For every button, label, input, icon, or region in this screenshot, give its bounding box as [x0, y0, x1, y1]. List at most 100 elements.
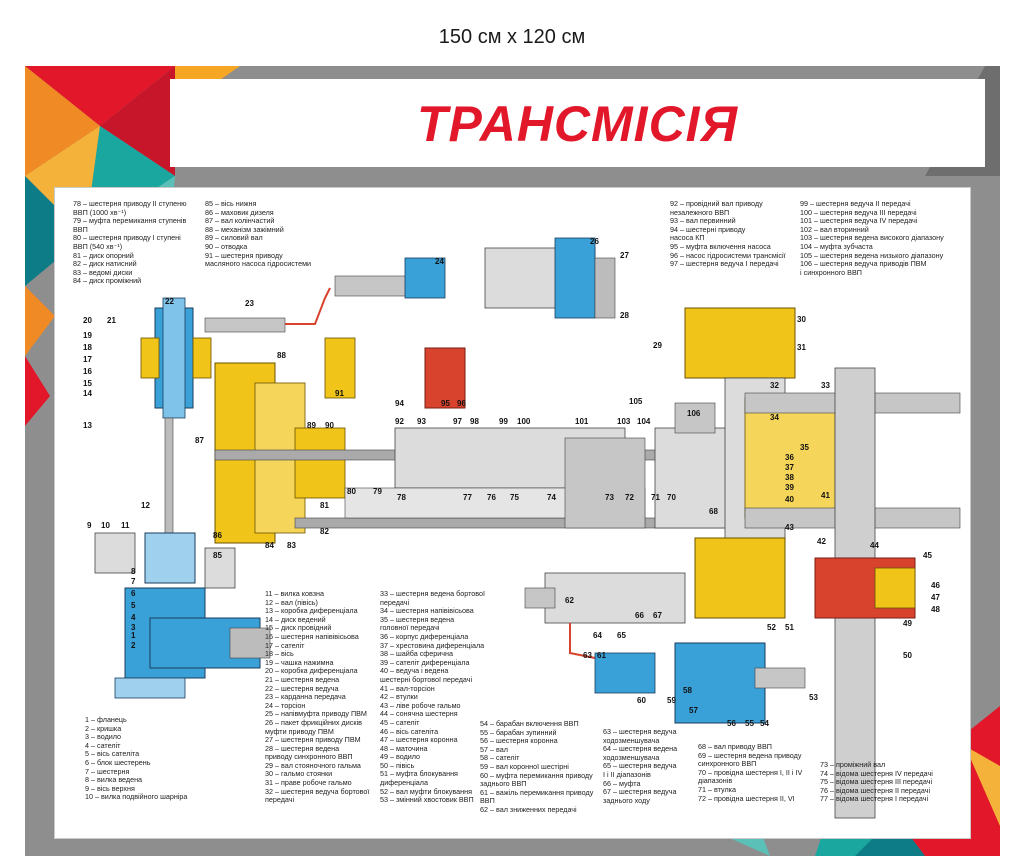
legend-line: заднього ВВП [480, 779, 527, 789]
legend-line: 97 – шестерня ведуча І передачі [670, 259, 779, 269]
legend-line: ВВП (1000 хв⁻¹) [73, 207, 127, 217]
callout-76: 76 [487, 493, 496, 502]
callout-40: 40 [785, 495, 794, 504]
callout-14: 14 [83, 389, 92, 398]
legend-line: 84 – диск проміжний [73, 276, 142, 286]
callout-57: 57 [689, 706, 698, 715]
callout-59: 59 [667, 696, 676, 705]
legend-line: 8 – вилка ведена [85, 775, 143, 785]
callout-95: 95 [441, 399, 450, 408]
legend-line: 83 – ведомі диски [73, 267, 133, 277]
callout-1: 1 [131, 631, 136, 640]
callout-38: 38 [785, 473, 794, 482]
callout-89: 89 [307, 421, 316, 430]
legend-line: 35 – шестерня ведена [380, 614, 455, 624]
legend-line: 18 – вісь [265, 649, 294, 659]
legend-line: 30 – гальмо стоянки [265, 769, 333, 779]
legend-line: 39 – сателіт диференціала [380, 657, 470, 667]
legend-line: 106 – шестерня ведуча приводів ПВМ [800, 259, 927, 269]
legend-line: 27 – шестерня приводу ПВМ [265, 735, 361, 745]
legend-line: 77 – відома шестерня І передачі [820, 794, 929, 804]
legend-line: 43 – ліве робоче гальмо [380, 700, 461, 710]
callout-26: 26 [590, 237, 599, 246]
legend-line: діапазонів [698, 776, 733, 786]
legend-line: 20 – коробка диференціала [265, 666, 358, 676]
legend-line: 79 – муфта перемикання ступенів [73, 216, 187, 226]
legend-line: 99 – шестерня ведуча ІІ передачі [800, 199, 911, 208]
legend-line: 47 – шестерня коронна [380, 735, 458, 745]
legend-line: 42 – втулки [380, 692, 418, 702]
legend-line: 66 – муфта [603, 778, 641, 788]
legend-line: 92 – провідний вал приводу [670, 199, 763, 208]
callout-101: 101 [575, 417, 589, 426]
callout-21: 21 [107, 316, 116, 325]
legend-line: 78 – шестерня приводу ІІ ступеню [73, 199, 187, 208]
callout-39: 39 [785, 483, 794, 492]
legend-line: 31 – праве робоче гальмо [265, 778, 352, 788]
callout-84: 84 [265, 541, 274, 550]
legend-line: незалежного ВВП [670, 207, 730, 217]
legend-line: 56 – шестерня коронна [480, 736, 558, 746]
callout-64: 64 [593, 631, 602, 640]
legend-line: 75 – відома шестерня ІІІ передачі [820, 777, 933, 787]
legend-line: 32 – шестерня ведуча бортової [265, 786, 370, 796]
legend-line: і синхронного ВВП [800, 267, 862, 277]
callout-75: 75 [510, 493, 519, 502]
callout-37: 37 [785, 463, 794, 472]
legend-line: 28 – шестерня ведена [265, 743, 340, 753]
callout-58: 58 [683, 686, 692, 695]
callout-2: 2 [131, 641, 136, 650]
callout-54: 54 [760, 719, 769, 728]
cardan-shaft [204, 287, 331, 333]
callout-68: 68 [709, 507, 718, 516]
callout-100: 100 [517, 417, 531, 426]
callout-30: 30 [797, 315, 806, 324]
callout-18: 18 [83, 343, 92, 352]
legend-line: 69 – шестерня ведена приводу [698, 750, 802, 760]
callout-53: 53 [809, 693, 818, 702]
reduction-gear-pto [524, 572, 806, 724]
legend-line: 74 – відома шестерня IV передачі [820, 768, 933, 778]
callout-73: 73 [605, 493, 614, 502]
legend-line: 85 – вісь нижня [205, 199, 257, 208]
callout-81: 81 [320, 501, 329, 510]
legend-line: 50 – півісь [380, 760, 415, 770]
callout-91: 91 [335, 389, 344, 398]
legend-line: 88 – механізм зажімний [205, 224, 284, 234]
callout-42: 42 [817, 537, 826, 546]
callout-4: 4 [131, 613, 136, 622]
callout-72: 72 [625, 493, 634, 502]
poster-title: ТРАНСМІСІЯ [416, 96, 739, 152]
legend-line: 60 – муфта перемикання приводу [480, 770, 593, 780]
legend-line: 29 – вал стояночного гальма [265, 760, 361, 770]
legend-line: 95 – муфта включення насоса [670, 241, 771, 251]
legend-line: 70 – провідна шестерня І, ІІ і ІV [698, 767, 803, 777]
callout-61: 61 [597, 651, 606, 660]
callout-98: 98 [470, 417, 479, 426]
callout-6: 6 [131, 589, 136, 598]
legend-line: шестерні бортової передачі [380, 674, 473, 684]
callout-15: 15 [83, 379, 92, 388]
callout-78: 78 [397, 493, 406, 502]
callout-43: 43 [785, 523, 794, 532]
legend-line: диференціала [380, 778, 428, 788]
callout-23: 23 [245, 299, 254, 308]
legend-line: 86 – маховик дизеля [205, 207, 274, 217]
callout-8: 8 [131, 567, 136, 576]
legend-line: 5 – вісь сателіта [85, 749, 140, 759]
legend-line: 53 – змінний хвостовик ВВП [380, 795, 474, 805]
callout-82: 82 [320, 527, 329, 536]
legend-line: 91 – шестерня приводу [205, 250, 283, 260]
legend-line: 36 – корпус диференціала [380, 631, 469, 641]
callout-44: 44 [870, 541, 879, 550]
legend-line: 6 – блок шестерень [85, 757, 151, 767]
legend-line: 33 – шестерня ведена бортової [380, 589, 486, 598]
legend-line: 17 – сателіт [265, 640, 305, 650]
